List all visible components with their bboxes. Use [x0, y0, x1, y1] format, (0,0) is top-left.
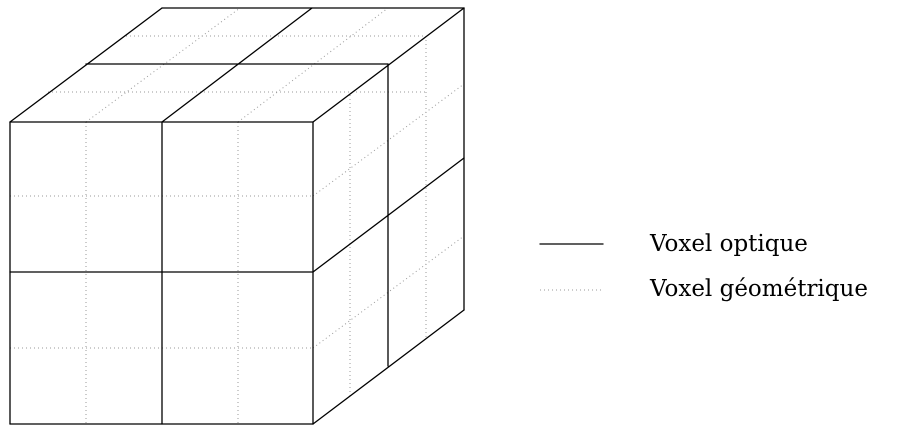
optical-voxel-grid — [9, 7, 465, 425]
top-face-edge — [9, 7, 163, 123]
legend-dotted-label: Voxel géométrique — [649, 276, 868, 302]
top-face-divider — [161, 7, 313, 123]
right-face-edge — [312, 309, 465, 425]
legend-solid-label: Voxel optique — [649, 231, 808, 257]
geometric-voxel-grid — [10, 7, 465, 424]
right-face-divider — [312, 157, 465, 273]
legend: Voxel optique Voxel géométrique — [539, 231, 868, 302]
